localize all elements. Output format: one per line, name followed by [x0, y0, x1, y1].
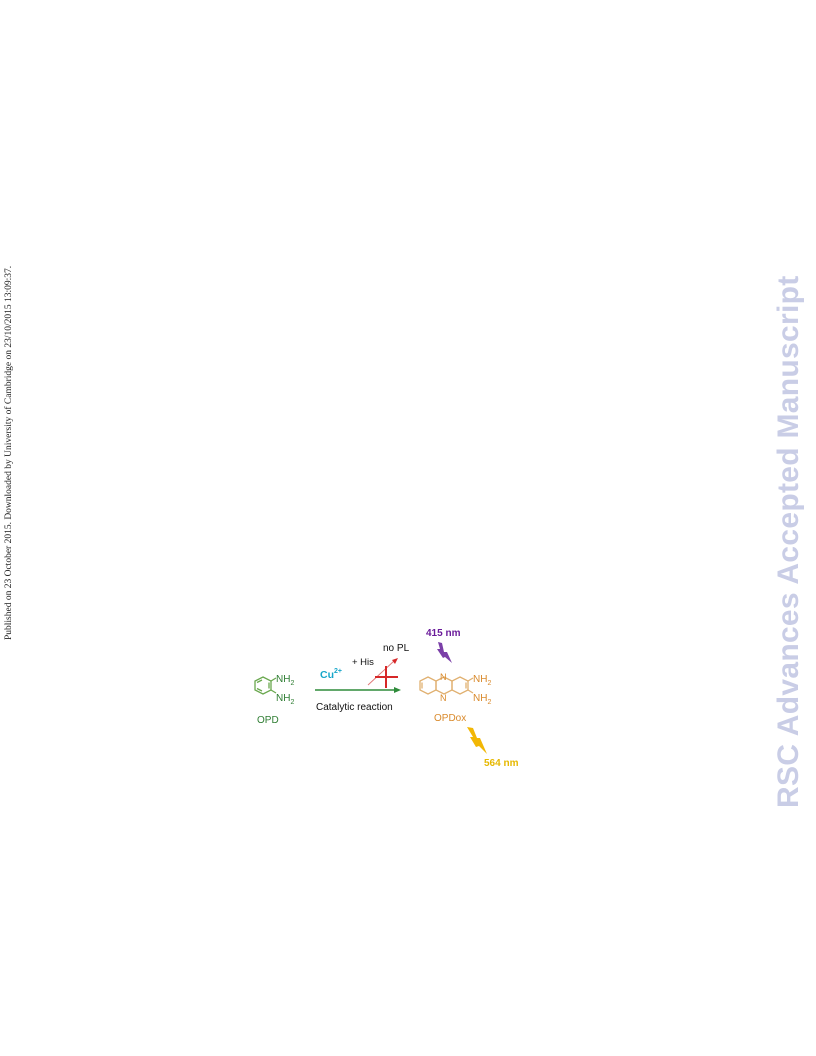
excitation-wavelength: 415 nm — [426, 628, 461, 639]
reaction-arrow — [315, 687, 401, 693]
opd-label: OPD — [257, 715, 279, 726]
blocked-pathway-icon — [367, 658, 398, 686]
opd-structure — [254, 676, 277, 695]
red-cross-icon — [375, 666, 398, 688]
opd-amine-top: NH2 — [276, 674, 294, 687]
emission-wavelength: 564 nm — [484, 758, 519, 769]
histidine-additive: + His — [352, 657, 374, 668]
opdox-amine-top: NH2 — [473, 674, 491, 687]
opdox-amine-bottom: NH2 — [473, 693, 491, 706]
reaction-scheme: NH2 NH2 OPD Cu2+ Catalytic reaction + Hi… — [254, 628, 519, 769]
opdox-ring-nitrogen-top: N — [440, 672, 447, 682]
lightning-bolt-icon — [467, 727, 487, 754]
catalyst-label: Cu2+ — [320, 668, 342, 681]
reaction-label: Catalytic reaction — [316, 702, 393, 713]
no-pl-label: no PL — [383, 643, 410, 654]
accepted-manuscript-watermark: RSC Advances Accepted Manuscript — [772, 275, 805, 808]
opdox-structure — [419, 676, 474, 695]
opd-amine-bottom: NH2 — [276, 693, 294, 706]
opdox-ring-nitrogen-bottom: N — [440, 693, 447, 703]
publication-note: Published on 23 October 2015. Downloaded… — [4, 265, 14, 640]
lightning-bolt-icon — [437, 642, 452, 663]
opdox-label: OPDox — [434, 713, 466, 724]
